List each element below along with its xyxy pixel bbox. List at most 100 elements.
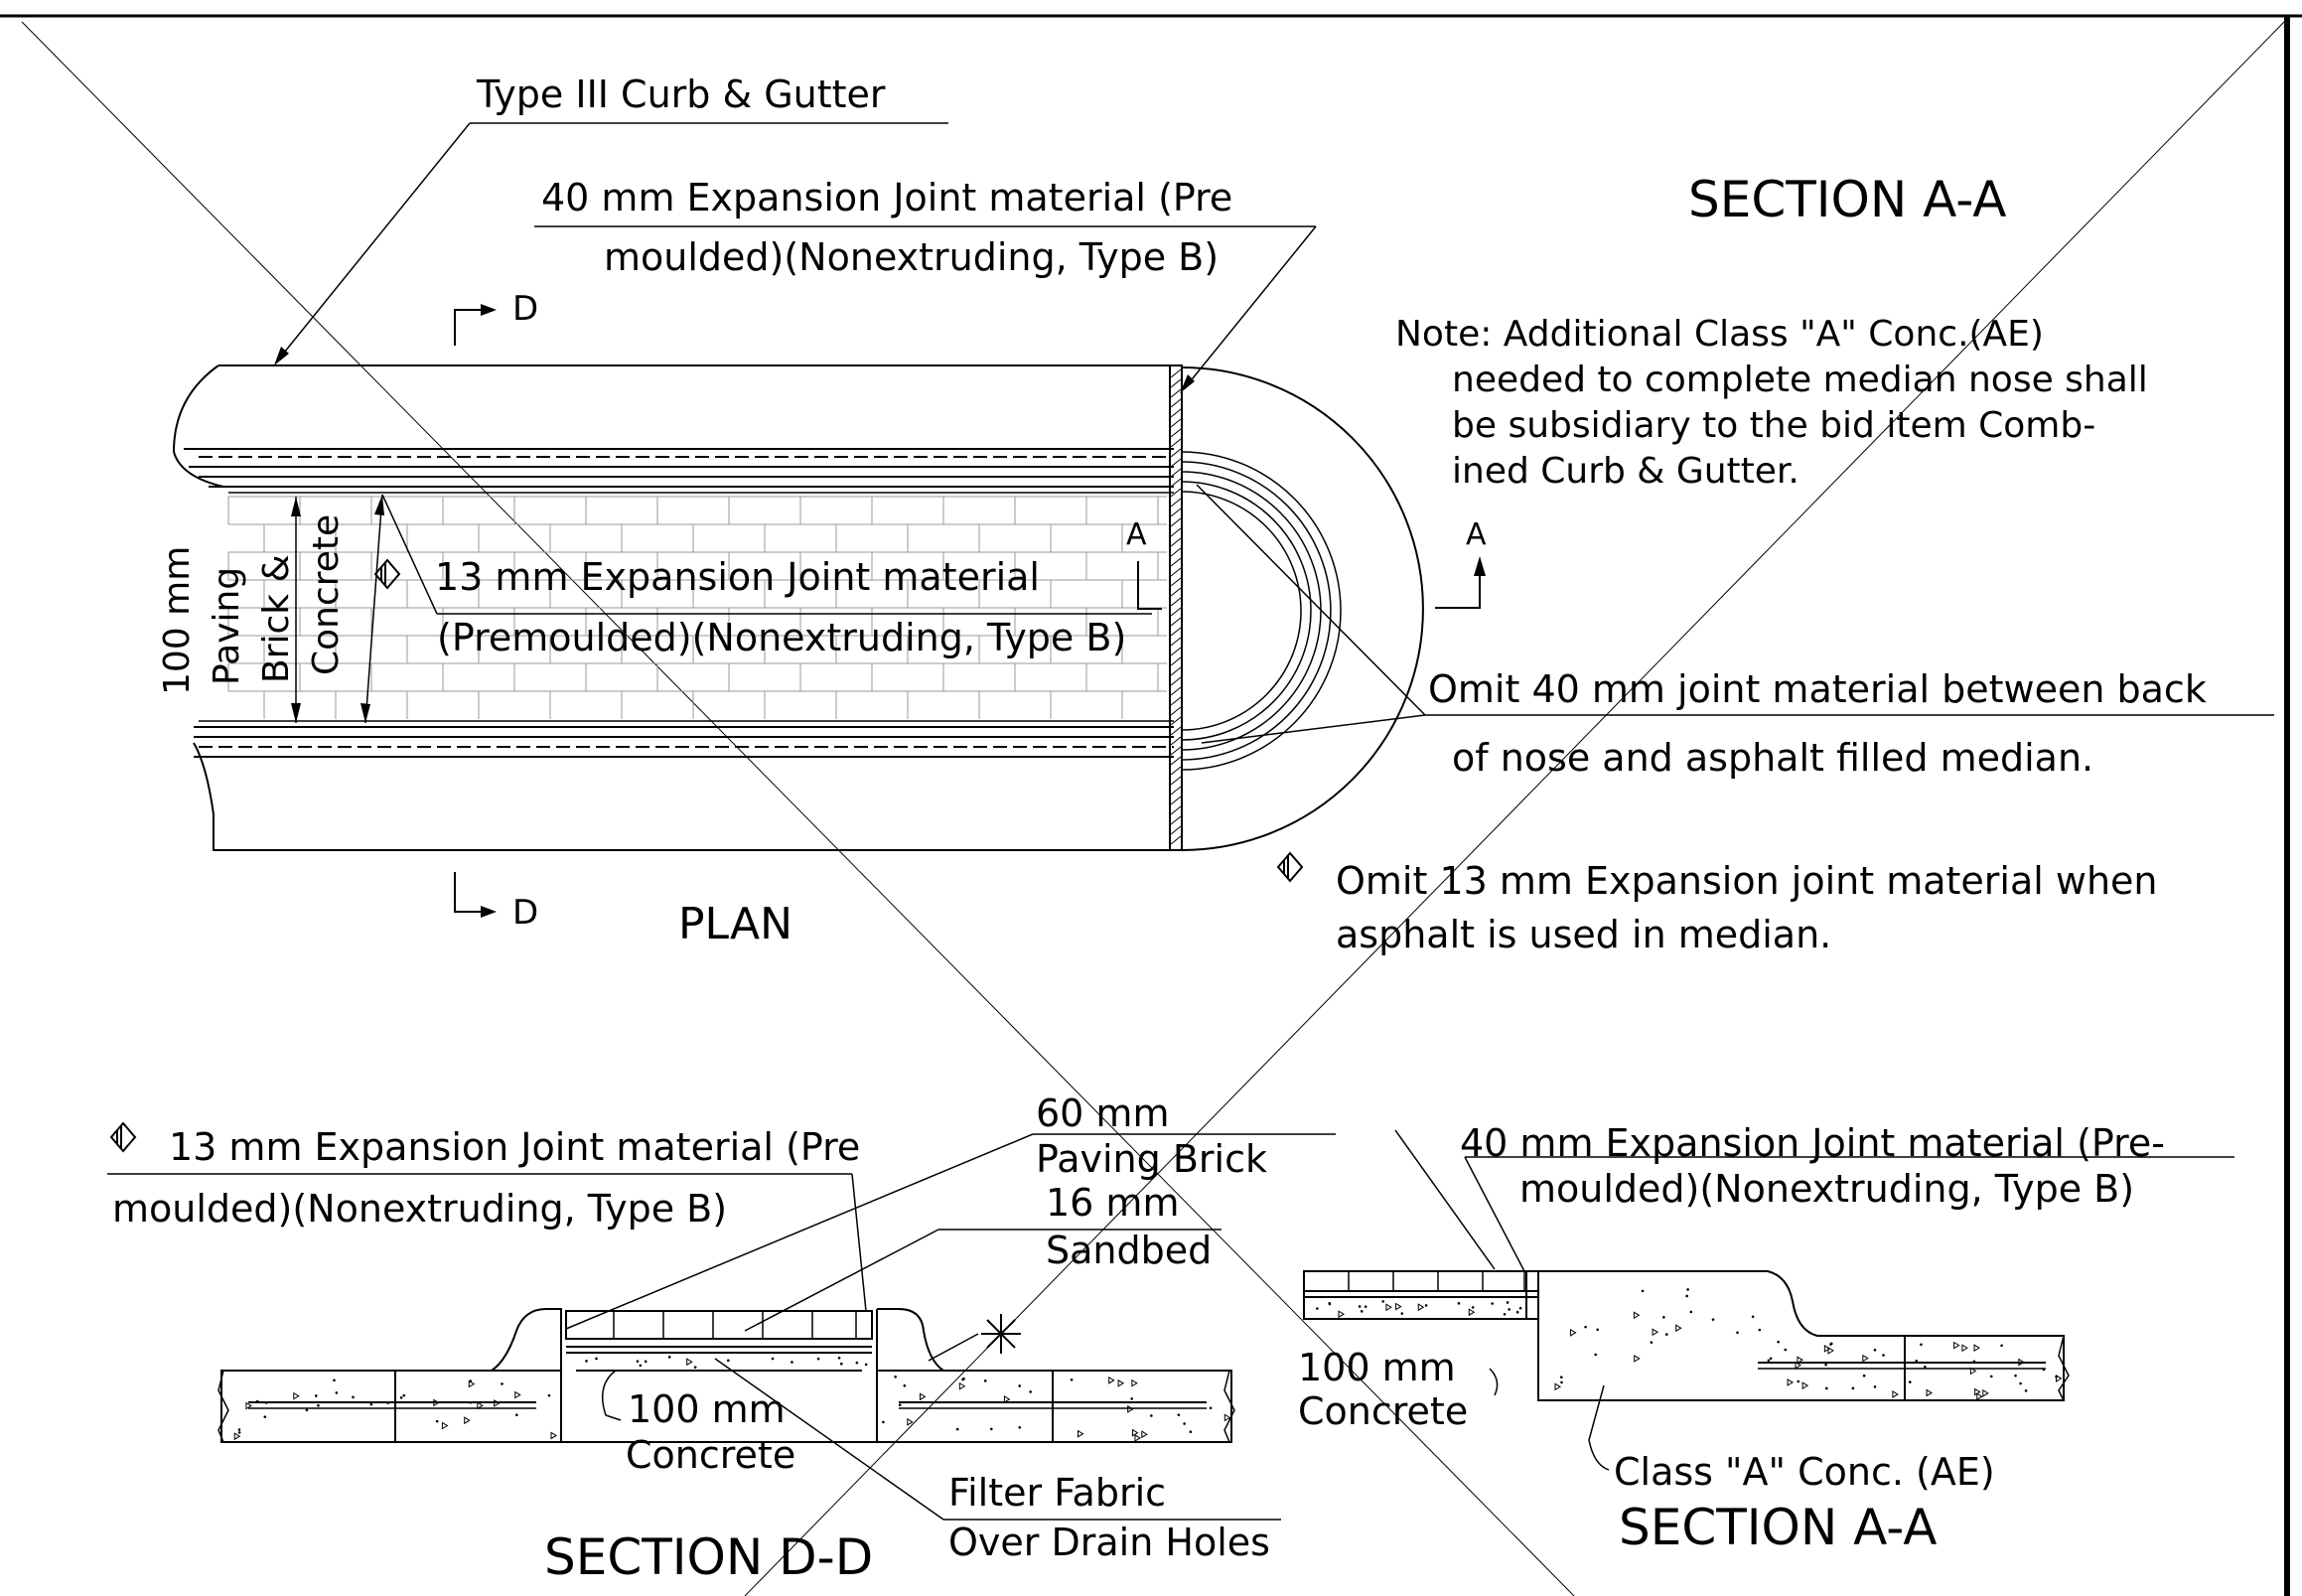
diamond-marker-icon <box>1276 851 1304 883</box>
curb-label: Type III Curb & Gutter <box>476 73 886 116</box>
notes-block: SECTION A-A Note: Additional Class "A" C… <box>1276 171 2207 956</box>
aggregate-dot <box>1736 1331 1739 1335</box>
joint-hatch-line <box>1170 527 1182 537</box>
joint-hatch-line <box>1170 567 1182 577</box>
aggregate-dot <box>1018 1384 1022 1387</box>
joint-hatch-line <box>1170 378 1182 388</box>
aggregate-dot <box>1686 1288 1689 1291</box>
aggregate-dot <box>955 1427 959 1431</box>
aggregate-dot <box>1685 1294 1688 1298</box>
joint-hatch-line <box>1170 458 1182 468</box>
joint-hatch-line <box>1170 398 1182 408</box>
aggregate-mark <box>1417 1303 1425 1312</box>
joint-40mm-strip <box>1169 364 1183 851</box>
joint-hatch-line <box>1170 696 1182 706</box>
joint-hatch-line <box>1170 537 1182 547</box>
aggregate-dot <box>2014 1374 2017 1378</box>
dd-concrete-line2: Concrete <box>626 1433 795 1477</box>
aggregate-dot <box>1070 1378 1074 1381</box>
aggregate-dot <box>983 1379 987 1382</box>
aggregate-dot <box>1873 1385 1877 1388</box>
cut-d-top-label: D <box>512 289 538 329</box>
aggregate-dot <box>314 1394 318 1397</box>
aggregate-mark <box>494 1399 501 1407</box>
aggregate-dot <box>2019 1381 2022 1385</box>
joint-hatch-line <box>1170 627 1182 637</box>
aggregate-mark <box>1953 1341 1960 1350</box>
aggregate-mark <box>1003 1395 1011 1403</box>
joint-hatch-line <box>1170 488 1182 498</box>
aggregate-dot <box>989 1427 993 1431</box>
aggregate-dot <box>1784 1348 1788 1352</box>
dd-joint13-line1: 13 mm Expansion Joint material (Pre <box>169 1125 860 1169</box>
joint-hatch-line <box>1170 587 1182 597</box>
dd-concrete-specks <box>233 1356 1231 1442</box>
aggregate-mark <box>1827 1346 1834 1355</box>
aggregate-dot <box>1183 1422 1186 1425</box>
aggregate-dot <box>1758 1328 1762 1332</box>
joint-hatch-line <box>1170 706 1182 716</box>
aggregate-dot <box>1508 1308 1511 1311</box>
dd-joint13-line2: moulded)(Nonextruding, Type B) <box>112 1187 727 1231</box>
aggregate-mark <box>1127 1404 1134 1413</box>
aggregate-mark <box>2018 1358 2025 1367</box>
aggregate-dot <box>837 1356 841 1360</box>
aggregate-dot <box>1518 1306 1522 1310</box>
aggregate-dot <box>1924 1365 1927 1369</box>
joint-hatch-line <box>1170 468 1182 478</box>
aggregate-dot <box>255 1399 259 1403</box>
dd-brick-line2: Paving Brick <box>1036 1137 1267 1181</box>
aggregate-dot <box>333 1378 336 1382</box>
aggregate-mark <box>1117 1378 1125 1387</box>
cut-marker-a-left: A <box>1126 517 1162 610</box>
joint-hatch-line <box>1170 736 1182 746</box>
aggregate-dot <box>1364 1305 1367 1308</box>
joint-hatch-line <box>1170 756 1182 766</box>
aggregate-dot <box>1506 1301 1510 1304</box>
aggregate-dot <box>1130 1397 1134 1400</box>
aggregate-mark <box>433 1398 440 1407</box>
aggregate-dot <box>1851 1386 1855 1390</box>
aggregate-mark <box>919 1392 927 1401</box>
aggregate-mark <box>1468 1308 1476 1317</box>
aggregate-mark <box>1570 1328 1577 1337</box>
omit13-line1: Omit 13 mm Expansion joint material when <box>1336 859 2158 903</box>
aggregate-mark <box>958 1381 966 1390</box>
aggregate-mark <box>1787 1378 1795 1386</box>
aggregate-dot <box>2055 1375 2058 1378</box>
aggregate-dot <box>369 1402 373 1406</box>
aggregate-dot <box>1650 1341 1654 1344</box>
aggregate-mark <box>1795 1361 1801 1370</box>
dd-sand-line2: Sandbed <box>1046 1229 1212 1272</box>
aggregate-dot <box>352 1395 355 1399</box>
aggregate-dot <box>1915 1359 1919 1363</box>
aggregate-dot <box>1769 1357 1773 1361</box>
aggregate-dot <box>1777 1340 1780 1344</box>
aggregate-mark <box>1634 1355 1641 1363</box>
aggregate-mark <box>907 1417 914 1426</box>
joint-hatch-line <box>1170 388 1182 398</box>
aggregate-dot <box>595 1357 598 1361</box>
aggregate-dot <box>1711 1318 1715 1321</box>
cut-marker-a-right: A <box>1435 517 1487 609</box>
vert-label-brick: Brick & <box>256 554 297 683</box>
joint-hatch-line <box>1170 478 1182 488</box>
aggregate-mark <box>477 1401 484 1410</box>
aggregate-mark <box>550 1431 558 1440</box>
asterisk-icon <box>981 1314 1021 1354</box>
aggregate-dot <box>1862 1374 1866 1378</box>
joint-hatch-line <box>1170 716 1182 726</box>
omit40-line1: Omit 40 mm joint material between back <box>1428 667 2207 711</box>
joint-hatch-line <box>1170 656 1182 666</box>
joint-hatch-line <box>1170 438 1182 448</box>
aggregate-mark <box>1961 1344 1968 1353</box>
aggregate-mark <box>464 1416 471 1425</box>
aggregate-mark <box>514 1390 521 1399</box>
joint13-label-line1: 13 mm Expansion Joint material <box>435 555 1040 599</box>
aggregate-dot <box>1972 1360 1976 1364</box>
aggregate-mark <box>1338 1310 1345 1319</box>
aggregate-dot <box>1471 1306 1475 1309</box>
aggregate-dot <box>1641 1289 1645 1293</box>
aggregate-dot <box>305 1408 309 1412</box>
